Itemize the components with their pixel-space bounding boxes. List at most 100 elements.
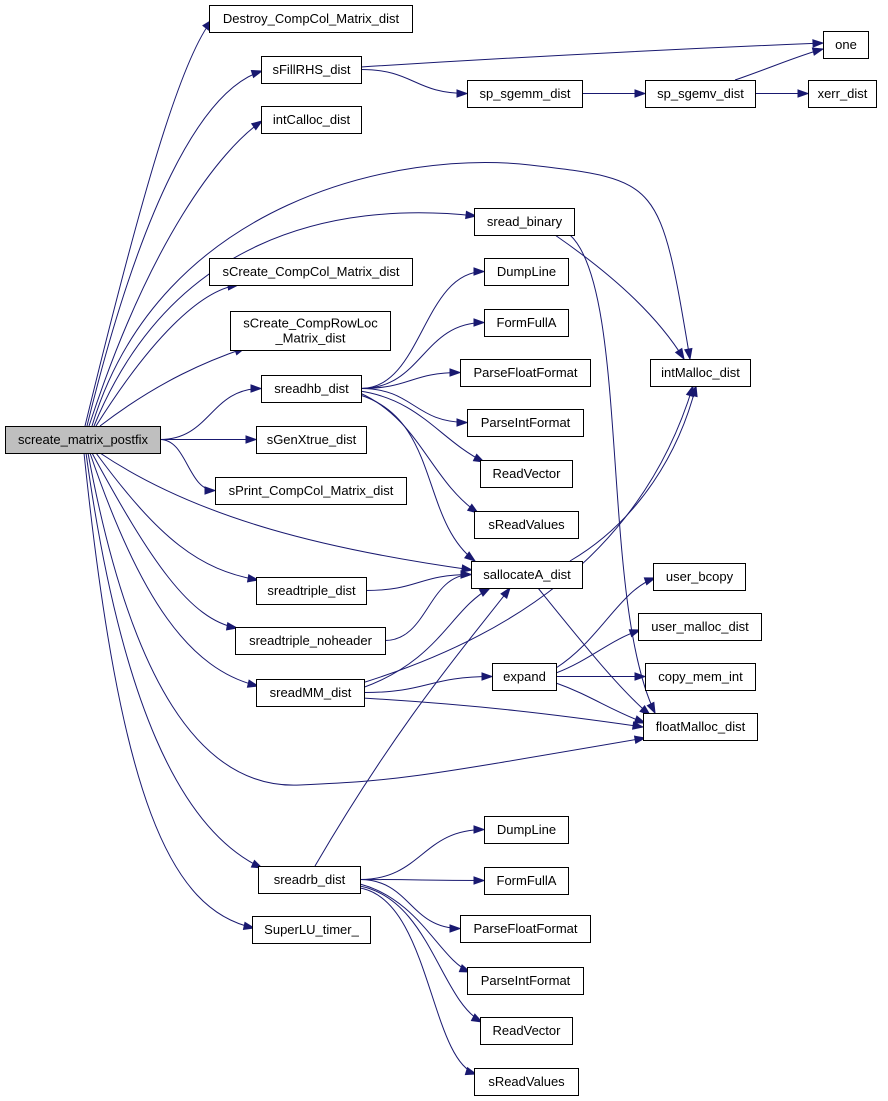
node-sreadvalues2[interactable]: sReadValues bbox=[474, 1068, 579, 1096]
node-formfulla1[interactable]: FormFullA bbox=[484, 309, 569, 337]
call-edges bbox=[83, 18, 825, 1076]
call-edge-root-to-sreadmm bbox=[89, 452, 259, 687]
node-box-screate_comprowloc[interactable] bbox=[230, 311, 391, 351]
node-intcalloc[interactable]: intCalloc_dist bbox=[261, 106, 362, 134]
node-sread_binary[interactable]: sread_binary bbox=[474, 208, 575, 236]
node-parsefloat1[interactable]: ParseFloatFormat bbox=[460, 359, 591, 387]
node-readvector1[interactable]: ReadVector bbox=[480, 460, 573, 488]
node-one[interactable]: one bbox=[823, 31, 869, 59]
node-label-copy_mem_int: copy_mem_int bbox=[658, 669, 743, 684]
node-root[interactable]: screate_matrix_postfix bbox=[5, 426, 161, 454]
call-edge-sp_sgemv-to-one bbox=[734, 48, 824, 81]
node-box-copy_mem_int[interactable] bbox=[645, 663, 756, 691]
node-parseint1[interactable]: ParseIntFormat bbox=[467, 409, 584, 437]
call-edge-sreadrb-to-sallocatea bbox=[314, 587, 511, 867]
node-box-user_bcopy[interactable] bbox=[653, 563, 746, 591]
node-sreadtriple[interactable]: sreadtriple_dist bbox=[256, 577, 367, 605]
arrowhead-expand-to-user_bcopy bbox=[643, 577, 657, 586]
node-superlu_timer[interactable]: SuperLU_timer_ bbox=[252, 916, 371, 944]
node-box-intmalloc[interactable] bbox=[650, 359, 751, 387]
node-box-sp_sgemv[interactable] bbox=[645, 80, 756, 108]
node-box-sreadvalues1[interactable] bbox=[474, 511, 579, 539]
node-sprint[interactable]: sPrint_CompCol_Matrix_dist bbox=[215, 477, 407, 505]
node-sreadvalues1[interactable]: sReadValues bbox=[474, 511, 579, 539]
node-dumpline1[interactable]: DumpLine bbox=[484, 258, 569, 286]
node-expand[interactable]: expand bbox=[492, 663, 557, 691]
node-sreadmm[interactable]: sreadMM_dist bbox=[256, 679, 365, 707]
node-box-one[interactable] bbox=[823, 31, 869, 59]
call-edge-sreadtriple_nh-to-sallocatea bbox=[384, 574, 472, 641]
node-box-sallocatea[interactable] bbox=[471, 561, 583, 589]
node-copy_mem_int[interactable]: copy_mem_int bbox=[645, 663, 756, 691]
node-sreadhb[interactable]: sreadhb_dist bbox=[261, 375, 362, 403]
node-label-sreadvalues1: sReadValues bbox=[488, 517, 565, 532]
arrowhead-root-to-superlu_timer bbox=[242, 921, 256, 931]
node-destroy[interactable]: Destroy_CompCol_Matrix_dist bbox=[209, 5, 413, 33]
node-sallocatea[interactable]: sallocateA_dist bbox=[471, 561, 583, 589]
arrowhead-sreadtriple_nh-to-sallocatea bbox=[460, 570, 473, 579]
node-intmalloc[interactable]: intMalloc_dist bbox=[650, 359, 751, 387]
arrowhead-root-to-sreadmm bbox=[246, 679, 260, 688]
node-readvector2[interactable]: ReadVector bbox=[480, 1017, 573, 1045]
node-sfillrhs[interactable]: sFillRHS_dist bbox=[261, 56, 362, 84]
node-screate_comprowloc[interactable]: sCreate_CompRowLoc_Matrix_dist bbox=[230, 311, 391, 351]
node-box-formfulla1[interactable] bbox=[484, 309, 569, 337]
node-box-user_malloc[interactable] bbox=[638, 613, 762, 641]
node-box-parseint1[interactable] bbox=[467, 409, 584, 437]
node-parsefloat2[interactable]: ParseFloatFormat bbox=[460, 915, 591, 943]
node-formfulla2[interactable]: FormFullA bbox=[484, 867, 569, 895]
node-box-sreadhb[interactable] bbox=[261, 375, 362, 403]
node-box-parsefloat2[interactable] bbox=[460, 915, 591, 943]
node-box-sreadvalues2[interactable] bbox=[474, 1068, 579, 1096]
node-box-dumpline1[interactable] bbox=[484, 258, 569, 286]
arrowhead-root-to-intcalloc bbox=[250, 120, 264, 131]
node-sreadtriple_nh[interactable]: sreadtriple_noheader bbox=[235, 627, 386, 655]
node-box-readvector2[interactable] bbox=[480, 1017, 573, 1045]
node-label-one: one bbox=[835, 37, 857, 52]
node-dumpline2[interactable]: DumpLine bbox=[484, 816, 569, 844]
node-box-intcalloc[interactable] bbox=[261, 106, 362, 134]
node-box-sreadmm[interactable] bbox=[256, 679, 365, 707]
call-edge-sreadhb-to-dumpline1 bbox=[360, 271, 485, 389]
node-box-dumpline2[interactable] bbox=[484, 816, 569, 844]
arrowhead-sreadrb-to-dumpline2 bbox=[473, 825, 486, 834]
node-box-xerr[interactable] bbox=[808, 80, 877, 108]
node-screate_compcol[interactable]: sCreate_CompCol_Matrix_dist bbox=[209, 258, 413, 286]
node-box-sprint[interactable] bbox=[215, 477, 407, 505]
node-sreadrb[interactable]: sreadrb_dist bbox=[258, 866, 361, 894]
node-label-parsefloat2: ParseFloatFormat bbox=[473, 921, 577, 936]
call-edge-sreadmm-to-expand bbox=[363, 676, 493, 693]
node-box-expand[interactable] bbox=[492, 663, 557, 691]
node-box-sp_sgemm[interactable] bbox=[467, 80, 583, 108]
node-user_malloc[interactable]: user_malloc_dist bbox=[638, 613, 762, 641]
node-sgenxtrue[interactable]: sGenXtrue_dist bbox=[256, 426, 367, 454]
call-edge-root-to-destroy bbox=[84, 19, 213, 427]
node-box-sreadrb[interactable] bbox=[258, 866, 361, 894]
node-sp_sgemv[interactable]: sp_sgemv_dist bbox=[645, 80, 756, 108]
node-box-sread_binary[interactable] bbox=[474, 208, 575, 236]
arrowhead-root-to-sallocatea bbox=[461, 564, 474, 573]
node-box-readvector1[interactable] bbox=[480, 460, 573, 488]
node-box-superlu_timer[interactable] bbox=[252, 916, 371, 944]
call-edge-root-to-sreadhb bbox=[159, 388, 262, 440]
node-box-destroy[interactable] bbox=[209, 5, 413, 33]
node-xerr[interactable]: xerr_dist bbox=[808, 80, 877, 108]
node-box-root[interactable] bbox=[5, 426, 161, 454]
node-box-sreadtriple[interactable] bbox=[256, 577, 367, 605]
node-parseint2[interactable]: ParseIntFormat bbox=[467, 967, 584, 995]
node-floatmalloc[interactable]: floatMalloc_dist bbox=[643, 713, 758, 741]
node-user_bcopy[interactable]: user_bcopy bbox=[653, 563, 746, 591]
node-box-screate_compcol[interactable] bbox=[209, 258, 413, 286]
node-box-parseint2[interactable] bbox=[467, 967, 584, 995]
node-box-sgenxtrue[interactable] bbox=[256, 426, 367, 454]
node-label-root: screate_matrix_postfix bbox=[18, 432, 149, 447]
node-box-parsefloat1[interactable] bbox=[460, 359, 591, 387]
node-box-sreadtriple_nh[interactable] bbox=[235, 627, 386, 655]
node-box-formfulla2[interactable] bbox=[484, 867, 569, 895]
node-sp_sgemm[interactable]: sp_sgemm_dist bbox=[467, 80, 583, 108]
node-box-sfillrhs[interactable] bbox=[261, 56, 362, 84]
arrowhead-root-to-sgenxtrue bbox=[245, 435, 258, 444]
node-label-sreadrb: sreadrb_dist bbox=[274, 872, 346, 887]
node-box-floatmalloc[interactable] bbox=[643, 713, 758, 741]
